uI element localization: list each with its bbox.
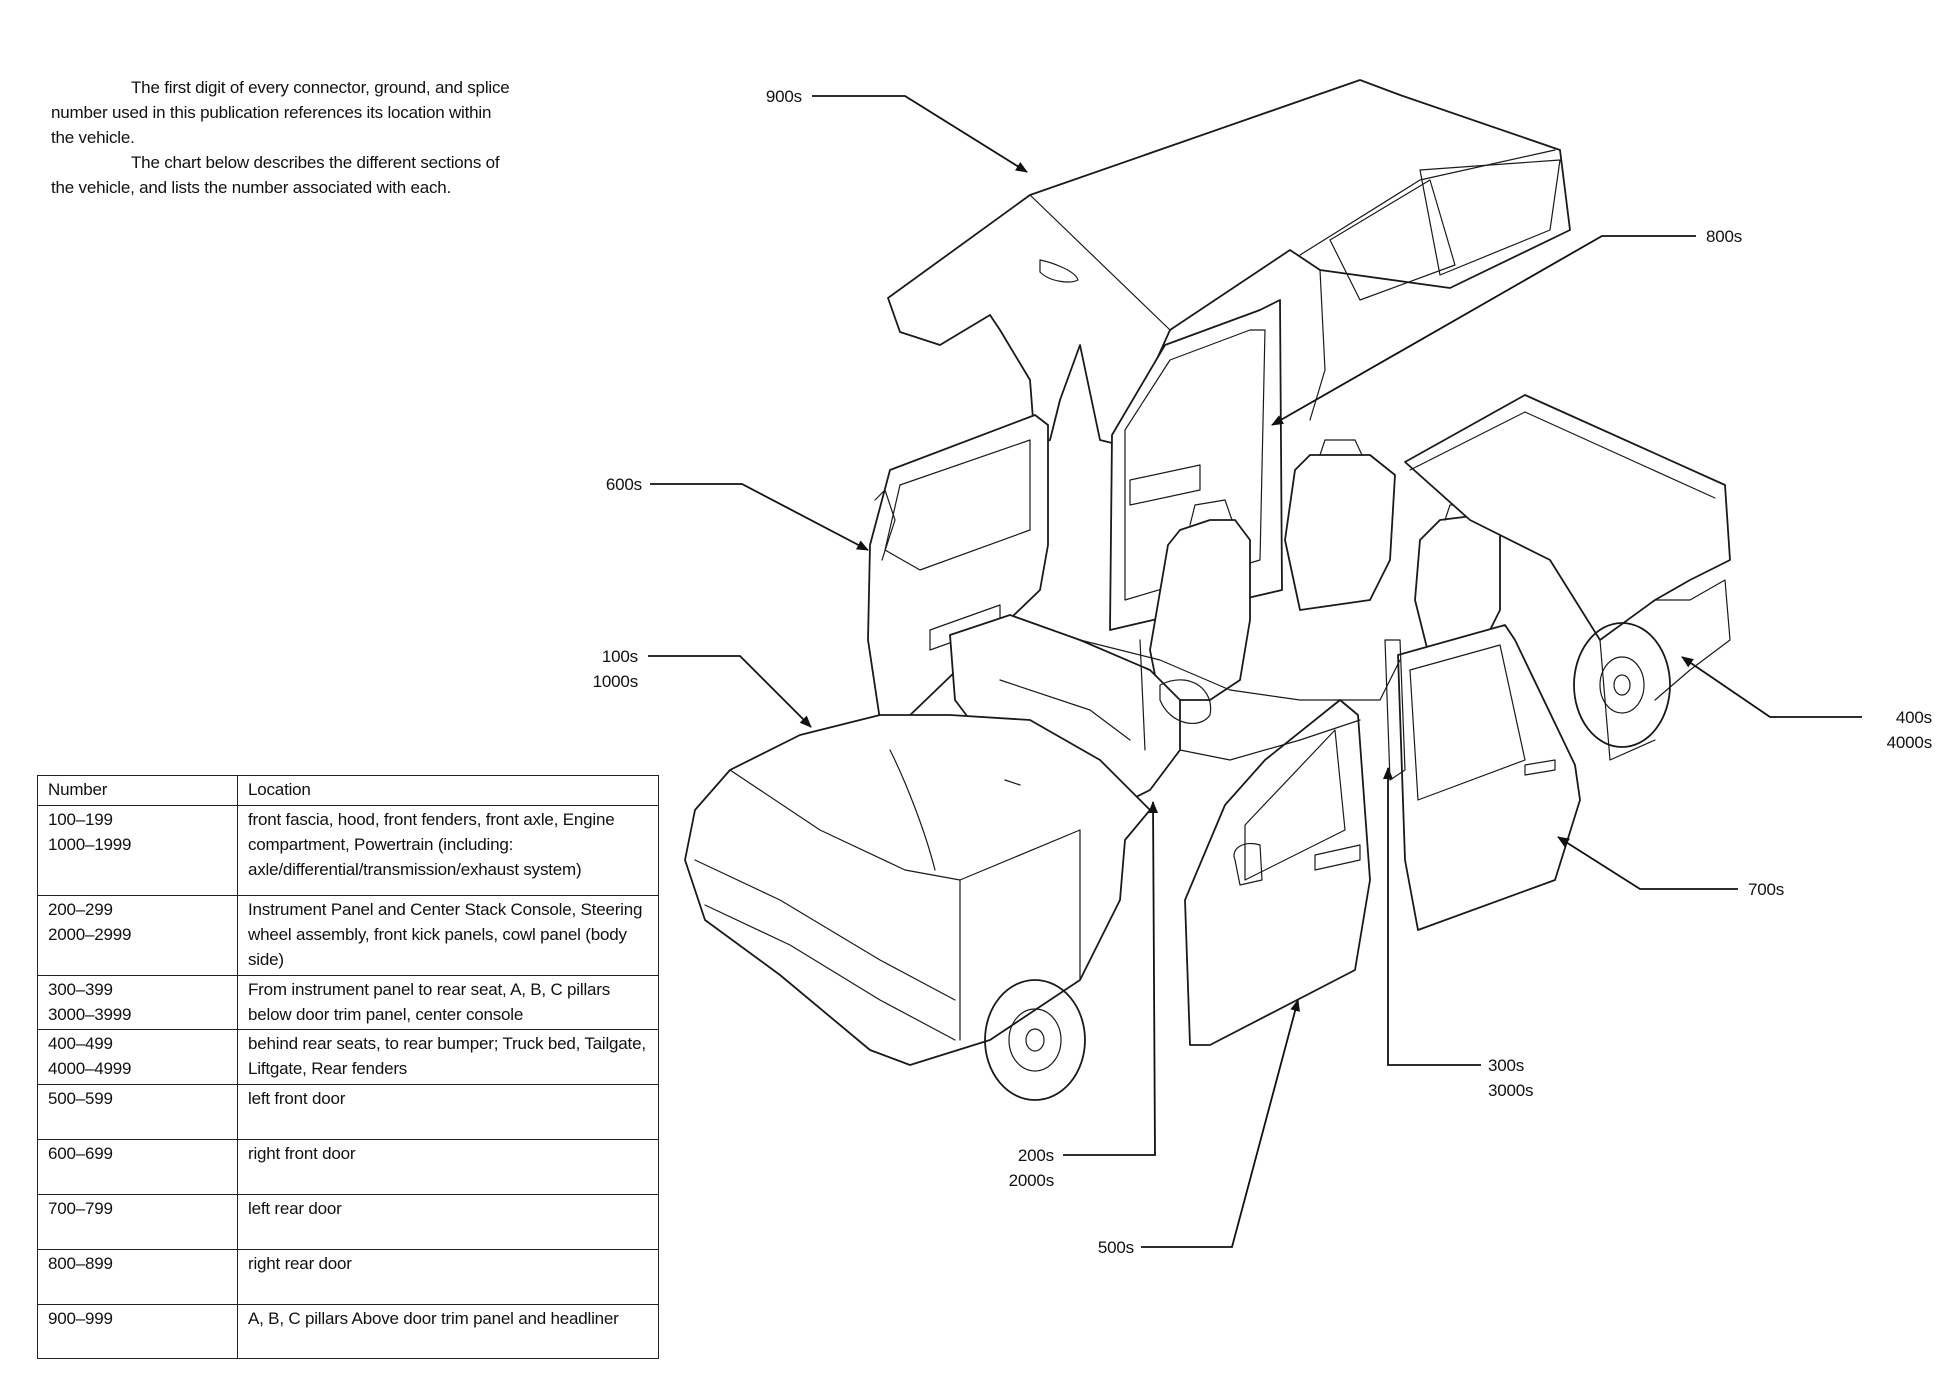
row-location: From instrument panel to rear seat, A, B… bbox=[237, 975, 659, 1030]
arrow-700s bbox=[1557, 836, 1738, 890]
intro-paragraph-2: The chart below describes the different … bbox=[51, 153, 500, 197]
front-wheel bbox=[984, 979, 1086, 1101]
arrow-400s bbox=[1681, 656, 1862, 718]
callout-600s: 600s bbox=[605, 475, 642, 494]
row-location: right rear door bbox=[237, 1249, 659, 1305]
callout-800s: 800s bbox=[1706, 227, 1743, 246]
row-number: 700–799 bbox=[37, 1194, 238, 1250]
table-row: 800–899 right rear door bbox=[37, 1249, 659, 1305]
hood-front-body bbox=[684, 714, 1151, 1066]
rear-seat bbox=[1284, 454, 1396, 611]
row-number: 100–199 1000–1999 bbox=[37, 805, 238, 896]
intro-text: The first digit of every connector, grou… bbox=[51, 75, 511, 200]
arrow-100s bbox=[648, 655, 812, 728]
arrow-900s bbox=[812, 95, 1028, 173]
table-row: 300–399 3000–3999 From instrument panel … bbox=[37, 975, 659, 1030]
callout-900s: 900s bbox=[765, 87, 802, 106]
table-row: 900–999 A, B, C pillars Above door trim … bbox=[37, 1304, 659, 1359]
callout-400s: 400s 4000s bbox=[1886, 708, 1933, 752]
header-location: Location bbox=[237, 775, 659, 806]
arrow-200s bbox=[1063, 801, 1159, 1156]
callout-500s: 500s bbox=[1097, 1238, 1134, 1257]
callout-300s: 300s 3000s bbox=[1488, 1056, 1534, 1100]
row-location: Instrument Panel and Center Stack Consol… bbox=[237, 895, 659, 976]
header-number: Number bbox=[37, 775, 238, 806]
table-row: 200–299 2000–2999 Instrument Panel and C… bbox=[37, 895, 659, 976]
table-row: 600–699 right front door bbox=[37, 1139, 659, 1195]
leader-arrows bbox=[648, 95, 1862, 1248]
arrow-800s bbox=[1271, 235, 1696, 426]
table-row: 100–199 1000–1999 front fascia, hood, fr… bbox=[37, 805, 659, 896]
arrow-300s bbox=[1383, 767, 1481, 1066]
row-number: 800–899 bbox=[37, 1249, 238, 1305]
intro-paragraph-1: The first digit of every connector, grou… bbox=[51, 78, 510, 147]
row-number: 500–599 bbox=[37, 1084, 238, 1140]
rear-seat-right bbox=[1414, 514, 1501, 661]
table-header-row: Number Location bbox=[37, 775, 659, 806]
row-location: right front door bbox=[237, 1139, 659, 1195]
row-location: behind rear seats, to rear bumper; Truck… bbox=[237, 1029, 659, 1085]
row-location: A, B, C pillars Above door trim panel an… bbox=[237, 1304, 659, 1359]
row-number: 900–999 bbox=[37, 1304, 238, 1359]
table-row: 700–799 left rear door bbox=[37, 1194, 659, 1250]
callout-100s: 100s 1000s bbox=[592, 647, 639, 691]
left-front-door bbox=[1184, 699, 1371, 1046]
vehicle-illustration bbox=[684, 79, 1731, 1101]
arrow-600s bbox=[650, 483, 869, 551]
callout-700s: 700s bbox=[1748, 880, 1785, 899]
row-number: 300–399 3000–3999 bbox=[37, 975, 238, 1030]
left-rear-door bbox=[1397, 624, 1581, 931]
truck-bed bbox=[1404, 394, 1731, 641]
location-table: Number Location 100–199 1000–1999 front … bbox=[37, 775, 659, 1359]
table-row: 400–499 4000–4999 behind rear seats, to … bbox=[37, 1029, 659, 1085]
row-number: 400–499 4000–4999 bbox=[37, 1029, 238, 1085]
arrow-500s bbox=[1141, 999, 1300, 1248]
callout-200s: 200s 2000s bbox=[1008, 1146, 1055, 1190]
rear-wheel bbox=[1573, 622, 1671, 748]
right-front-door bbox=[867, 414, 1049, 721]
